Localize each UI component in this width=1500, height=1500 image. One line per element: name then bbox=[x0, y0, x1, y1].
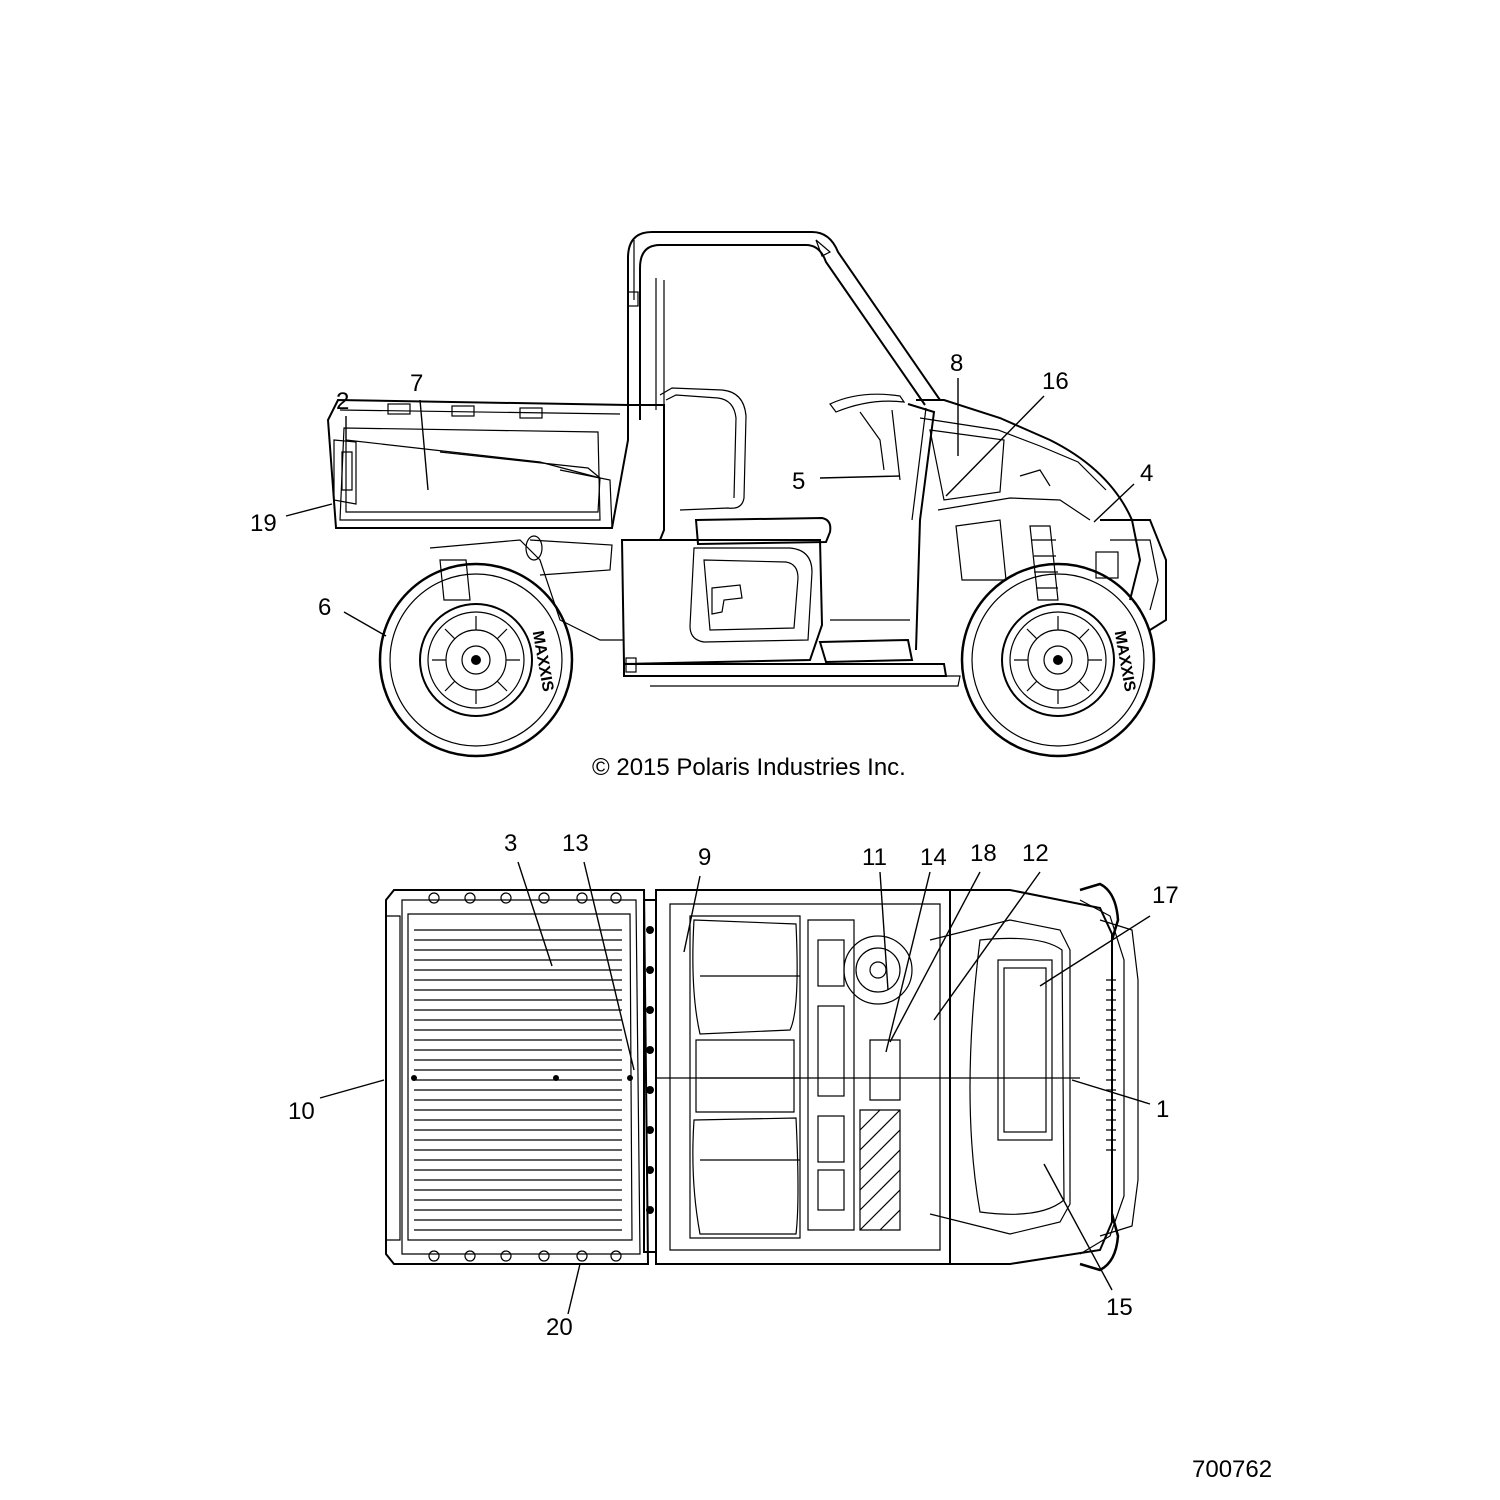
cab-body bbox=[620, 387, 961, 687]
rear-suspension bbox=[429, 535, 624, 641]
callout-13: 13 bbox=[562, 830, 589, 857]
cab-top bbox=[655, 889, 1080, 1265]
callout-14: 14 bbox=[920, 844, 947, 871]
top-view-vehicle bbox=[385, 882, 1139, 1272]
callout-10: 10 bbox=[288, 1098, 315, 1125]
callout-11: 11 bbox=[862, 844, 887, 871]
callout-6: 6 bbox=[318, 594, 332, 621]
callout-9: 9 bbox=[698, 844, 712, 871]
bed-tie-downs bbox=[428, 892, 622, 1262]
callout-15: 15 bbox=[1106, 1294, 1133, 1321]
callout-1: 1 bbox=[1156, 1096, 1170, 1123]
callout-5: 5 bbox=[792, 468, 806, 495]
front-hood bbox=[829, 393, 1142, 651]
side-view-vehicle: MAXXIS MAXXIS bbox=[326, 231, 1167, 758]
rear-wheel bbox=[378, 562, 574, 758]
cargo-bed-top bbox=[385, 889, 650, 1265]
copyright-notice: © 2015 Polaris Industries Inc. bbox=[592, 754, 906, 781]
callout-3: 3 bbox=[504, 830, 518, 857]
front-wheel bbox=[960, 562, 1156, 758]
callout-8: 8 bbox=[950, 350, 964, 377]
bed-ribs bbox=[414, 929, 622, 1231]
side-view-leaders bbox=[285, 378, 1135, 637]
callout-19: 19 bbox=[250, 510, 277, 537]
roll-cage bbox=[627, 231, 941, 420]
callout-17: 17 bbox=[1152, 882, 1179, 909]
document-number: 700762 bbox=[1192, 1456, 1273, 1483]
callout-2: 2 bbox=[336, 388, 350, 415]
callout-4: 4 bbox=[1140, 460, 1154, 487]
callout-7: 7 bbox=[410, 370, 424, 397]
top-view-leaders bbox=[319, 861, 1151, 1315]
callout-12: 12 bbox=[1022, 840, 1049, 867]
front-suspension bbox=[1029, 519, 1167, 631]
callout-16: 16 bbox=[1042, 368, 1069, 395]
front-tires-top bbox=[1079, 882, 1120, 1272]
callout-20: 20 bbox=[546, 1314, 573, 1341]
hood-top bbox=[929, 889, 1139, 1265]
cargo-box bbox=[326, 398, 629, 529]
callout-18: 18 bbox=[970, 840, 997, 867]
